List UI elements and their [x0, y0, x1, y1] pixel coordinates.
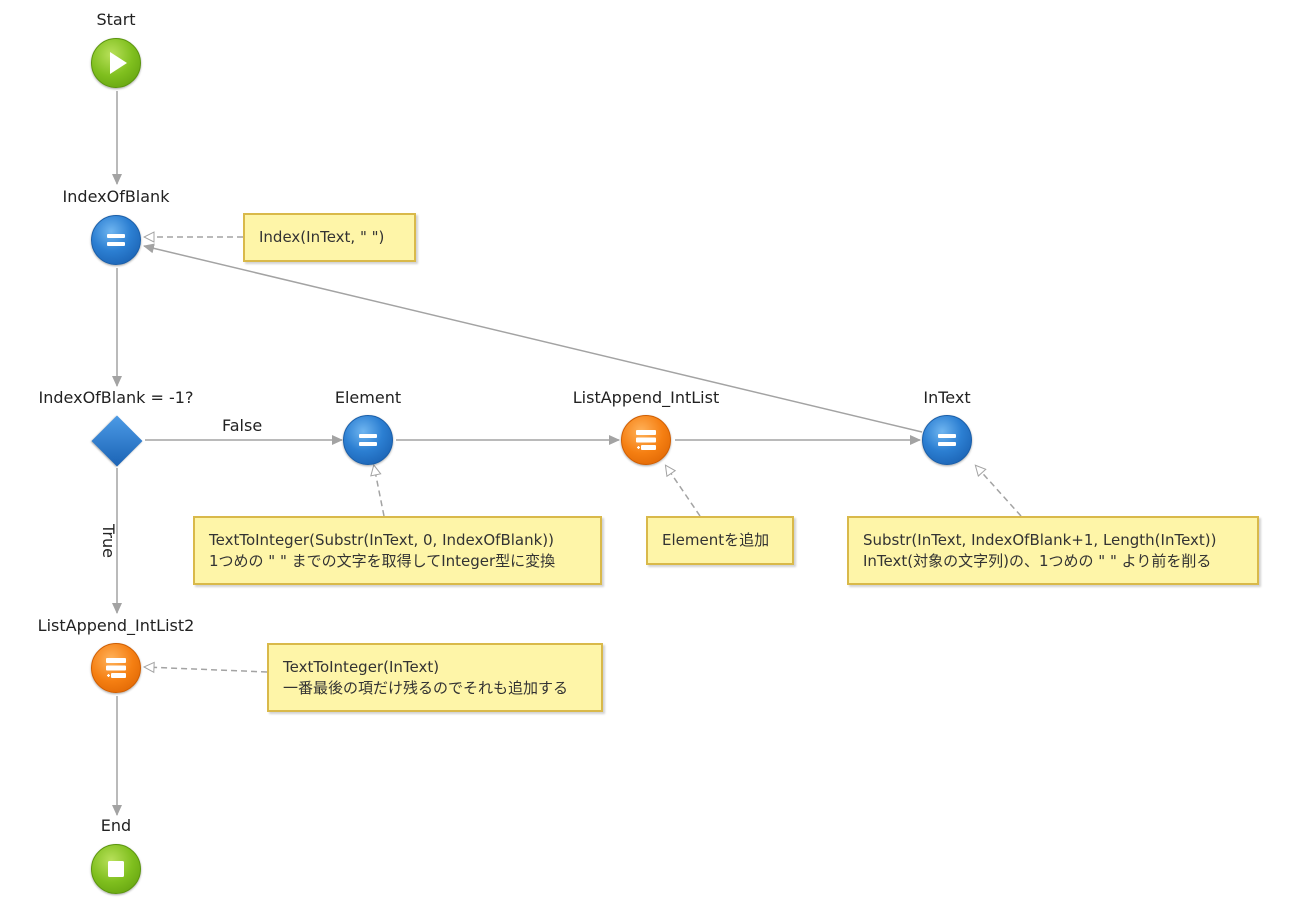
play-icon: [110, 52, 127, 74]
edge-label-false: False: [222, 416, 263, 435]
intext-node[interactable]: [922, 415, 972, 465]
equals-icon: [359, 434, 377, 446]
element-label: Element: [334, 388, 402, 407]
intext-label: InText: [923, 388, 971, 407]
note-listappend2-line1: TextToInteger(InText): [283, 658, 440, 676]
indexofblank-node[interactable]: [91, 215, 141, 265]
decision-label: IndexOfBlank = -1?: [38, 388, 194, 407]
edge-intext-loopback: [143, 243, 923, 433]
note-index[interactable]: Index(InText, " "): [243, 213, 416, 262]
note-intext[interactable]: Substr(InText, IndexOfBlank+1, Length(In…: [847, 516, 1259, 585]
end-label: End: [100, 816, 132, 835]
note-listappend[interactable]: Elementを追加: [646, 516, 794, 565]
note-intext-line1: Substr(InText, IndexOfBlank+1, Length(In…: [863, 531, 1217, 549]
list-append-icon: [106, 658, 126, 678]
note-listappend2-line2: 一番最後の項だけ残るのでそれも追加する: [283, 679, 569, 697]
listappend2-label: ListAppend_IntList2: [37, 616, 195, 635]
edge-label-true: True: [99, 524, 118, 558]
note-element[interactable]: TextToInteger(Substr(InText, 0, IndexOfB…: [193, 516, 602, 585]
equals-icon: [938, 434, 956, 446]
note-element-line1: TextToInteger(Substr(InText, 0, IndexOfB…: [209, 531, 555, 549]
listappend-node[interactable]: [621, 415, 671, 465]
listappend-label: ListAppend_IntList: [572, 388, 720, 407]
note-link-listappend2: [145, 667, 268, 672]
note-link-element: [374, 466, 385, 517]
start-node[interactable]: [91, 38, 141, 88]
listappend2-node[interactable]: [91, 643, 141, 693]
note-listappend-text: Elementを追加: [662, 531, 770, 549]
indexofblank-label: IndexOfBlank: [62, 187, 170, 206]
note-link-intext: [976, 466, 1022, 517]
element-node[interactable]: [343, 415, 393, 465]
note-listappend2[interactable]: TextToInteger(InText) 一番最後の項だけ残るのでそれも追加す…: [267, 643, 603, 712]
equals-icon: [107, 234, 125, 246]
list-append-icon: [636, 430, 656, 450]
note-intext-line2: InText(対象の文字列)の、1つめの " " より前を削る: [863, 552, 1212, 570]
start-label: Start: [96, 10, 136, 29]
end-node[interactable]: [91, 844, 141, 894]
note-index-text: Index(InText, " "): [259, 228, 385, 246]
note-element-line2: 1つめの " " までの文字を取得してInteger型に変換: [209, 552, 556, 570]
note-link-listappend: [666, 466, 701, 517]
stop-icon: [108, 861, 124, 877]
